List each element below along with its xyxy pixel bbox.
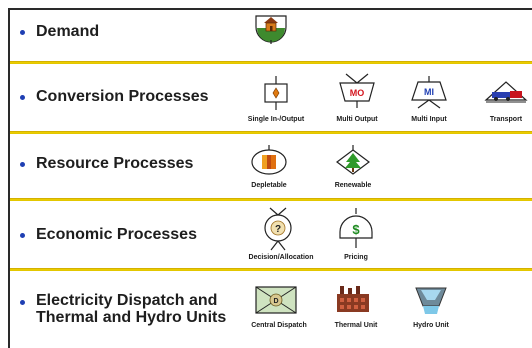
row-divider	[10, 131, 532, 134]
bullet	[20, 95, 25, 100]
pricing-icon: $	[339, 208, 373, 248]
row-label-dispatch-line2: Thermal and Hydro Units	[36, 309, 227, 326]
pricing-caption: Pricing	[344, 254, 368, 261]
depletable-icon	[251, 145, 287, 175]
multi-output-caption: Multi Output	[336, 116, 378, 123]
decision-allocation-caption: Decision/Allocation	[248, 254, 314, 261]
diagram-frame	[8, 8, 532, 348]
row-divider	[10, 198, 532, 201]
demand-house-icon	[255, 15, 287, 44]
renewable-caption: Renewable	[334, 182, 372, 189]
bullet	[20, 233, 25, 238]
transport-caption: Transport	[489, 116, 523, 123]
row-label-conversion: Conversion Processes	[36, 88, 209, 105]
renewable-icon	[336, 145, 370, 175]
multi-output-code: MO	[350, 88, 365, 98]
thermal-unit-caption: Thermal Unit	[334, 322, 378, 329]
bullet	[20, 300, 25, 305]
pricing-mark: $	[352, 222, 360, 237]
row-label-economic: Economic Processes	[36, 226, 197, 243]
hydro-unit-caption: Hydro Unit	[413, 322, 449, 329]
row-divider	[10, 61, 532, 64]
row-label-demand: Demand	[36, 23, 100, 40]
thermal-unit-icon	[337, 286, 369, 312]
bullet	[20, 162, 25, 167]
row-label-resource: Resource Processes	[36, 155, 194, 172]
central-dispatch-code: D	[273, 298, 278, 305]
central-dispatch-icon: D	[255, 286, 297, 314]
decision-allocation-icon: ?	[264, 207, 292, 251]
bullet	[20, 30, 25, 35]
transport-icon	[484, 81, 528, 103]
multi-input-icon: MI	[411, 76, 447, 109]
multi-input-caption: Multi Input	[411, 116, 447, 123]
row-label-dispatch-line1: Electricity Dispatch and	[36, 292, 218, 309]
row-divider	[10, 268, 532, 271]
central-dispatch-caption: Central Dispatch	[251, 322, 307, 329]
single-io-icon	[264, 76, 288, 110]
single-io-caption: Single In-/Output	[247, 116, 305, 123]
decision-mark: ?	[275, 224, 281, 235]
depletable-caption: Depletable	[251, 182, 287, 189]
multi-output-icon: MO	[339, 73, 375, 108]
hydro-unit-icon	[415, 287, 447, 314]
multi-input-code: MI	[424, 87, 434, 97]
